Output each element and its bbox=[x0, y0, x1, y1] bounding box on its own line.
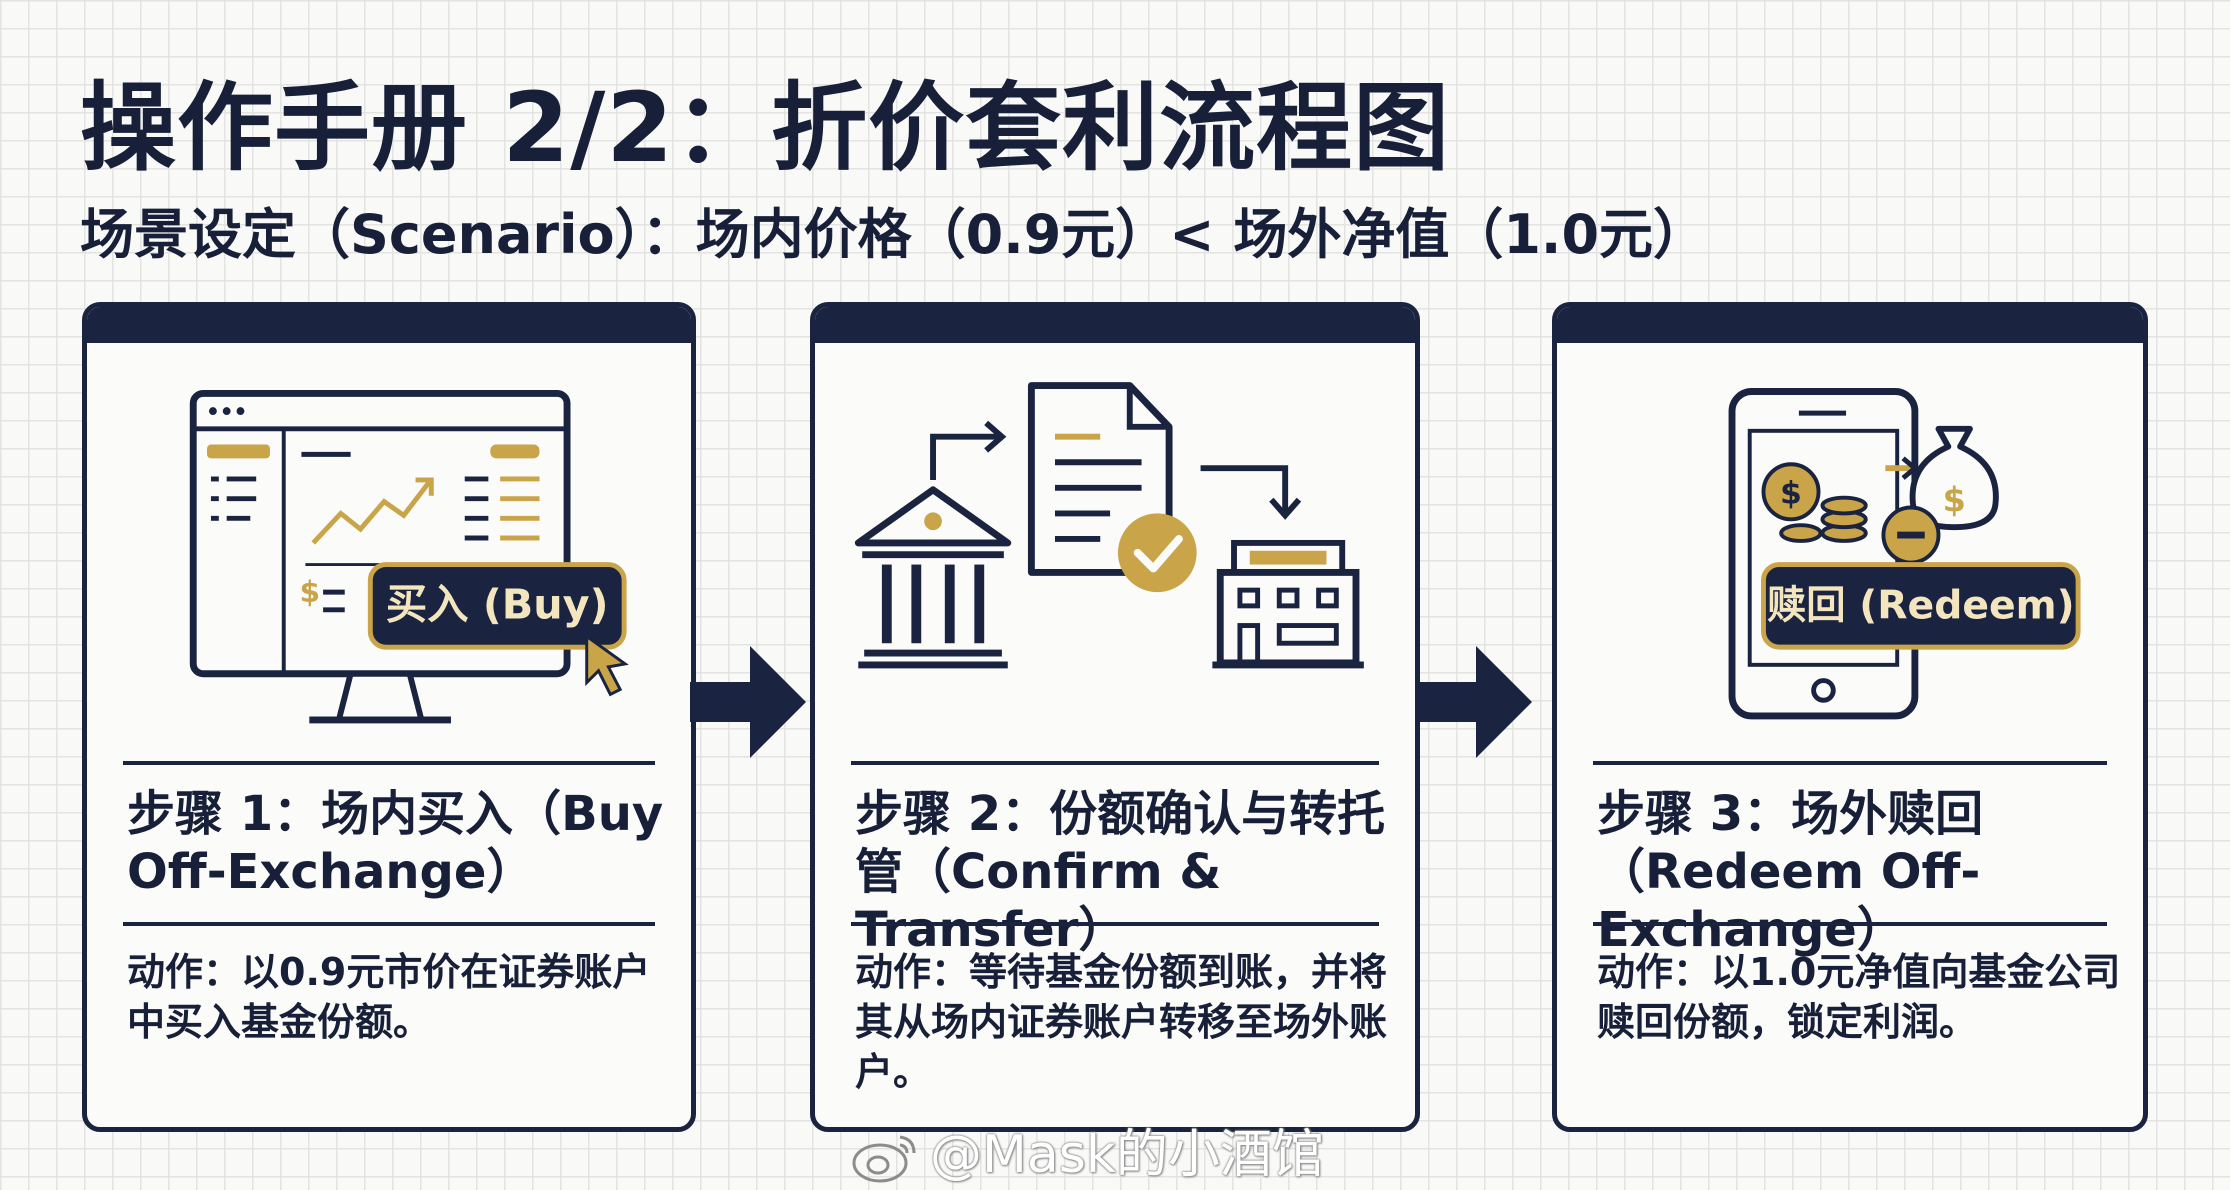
arrow-icon bbox=[1200, 465, 1289, 514]
watermark: @Mask的小酒馆 bbox=[850, 1112, 1324, 1187]
coins-icon: $ bbox=[1761, 462, 1868, 543]
svg-text:$: $ bbox=[1943, 480, 1966, 519]
card-divider bbox=[123, 761, 655, 765]
svg-text:$: $ bbox=[299, 575, 320, 609]
step-2-card: 步骤 2：份额确认与转托管（Confirm & Transfer） 动作：等待基… bbox=[810, 302, 1420, 1132]
redeem-phone-illustration: $ $ 赎回 (Redeem) bbox=[1557, 343, 2143, 733]
card-divider bbox=[123, 922, 655, 926]
card-divider bbox=[1593, 922, 2107, 926]
right-arrow-icon bbox=[690, 646, 806, 758]
building-icon bbox=[1212, 539, 1364, 669]
card-header-bar bbox=[815, 307, 1415, 343]
card-header-bar bbox=[1557, 307, 2143, 343]
minus-icon bbox=[1881, 505, 1941, 565]
step-1-title: 步骤 1：场内买入（Buy Off-Exchange） bbox=[127, 786, 664, 900]
checkmark-icon bbox=[1117, 513, 1197, 593]
bank-icon bbox=[854, 486, 1012, 669]
card-divider bbox=[1593, 761, 2107, 765]
step-3-title: 步骤 3：场外赎回（Redeem Off-Exchange） bbox=[1597, 786, 1984, 958]
step-1-action: 动作：以0.9元市价在证券账户中买入基金份额。 bbox=[127, 950, 651, 1044]
redeem-badge-label: 赎回 (Redeem) bbox=[1767, 584, 2075, 629]
page-title: 操作手册 2/2：折价套利流程图 bbox=[80, 72, 1451, 184]
money-bag-icon: $ bbox=[1909, 425, 1999, 531]
monitor-icon: $ bbox=[189, 389, 571, 724]
step-3-card: $ $ 赎回 (Redeem) 步骤 3：场外赎回（Redeem Off bbox=[1552, 302, 2148, 1132]
buy-badge: 买入 (Buy) bbox=[367, 562, 627, 650]
svg-text:$: $ bbox=[1780, 476, 1802, 512]
right-arrow-icon bbox=[1416, 646, 1532, 758]
scenario-subtitle: 场景设定（Scenario）：场内价格（0.9元）< 场外净值（1.0元） bbox=[80, 203, 1708, 266]
step-2-title: 步骤 2：份额确认与转托管（Confirm & Transfer） bbox=[855, 786, 1386, 958]
buy-badge-label: 买入 (Buy) bbox=[386, 581, 609, 629]
card-divider bbox=[851, 922, 1379, 926]
arrow-icon bbox=[930, 433, 1000, 480]
smartphone-icon bbox=[1728, 388, 1919, 720]
weibo-logo-icon bbox=[852, 1135, 916, 1183]
watermark-text: @Mask的小酒馆 bbox=[930, 1125, 1324, 1185]
step-2-action: 动作：等待基金份额到账，并将其从场内证券账户转移至场外账户。 bbox=[855, 950, 1388, 1094]
transfer-illustration bbox=[815, 343, 1415, 733]
cursor-icon bbox=[585, 633, 629, 697]
step-1-card: $ 买入 (Buy) 步骤 1：场内买入（Buy Off-Exchange） 动… bbox=[82, 302, 696, 1132]
trading-monitor-illustration: $ 买入 (Buy) bbox=[87, 343, 691, 733]
redeem-badge: 赎回 (Redeem) bbox=[1761, 562, 2081, 650]
card-divider bbox=[851, 761, 1379, 765]
step-3-action: 动作：以1.0元净值向基金公司赎回份额，锁定利润。 bbox=[1597, 950, 2121, 1044]
card-header-bar bbox=[87, 307, 691, 343]
